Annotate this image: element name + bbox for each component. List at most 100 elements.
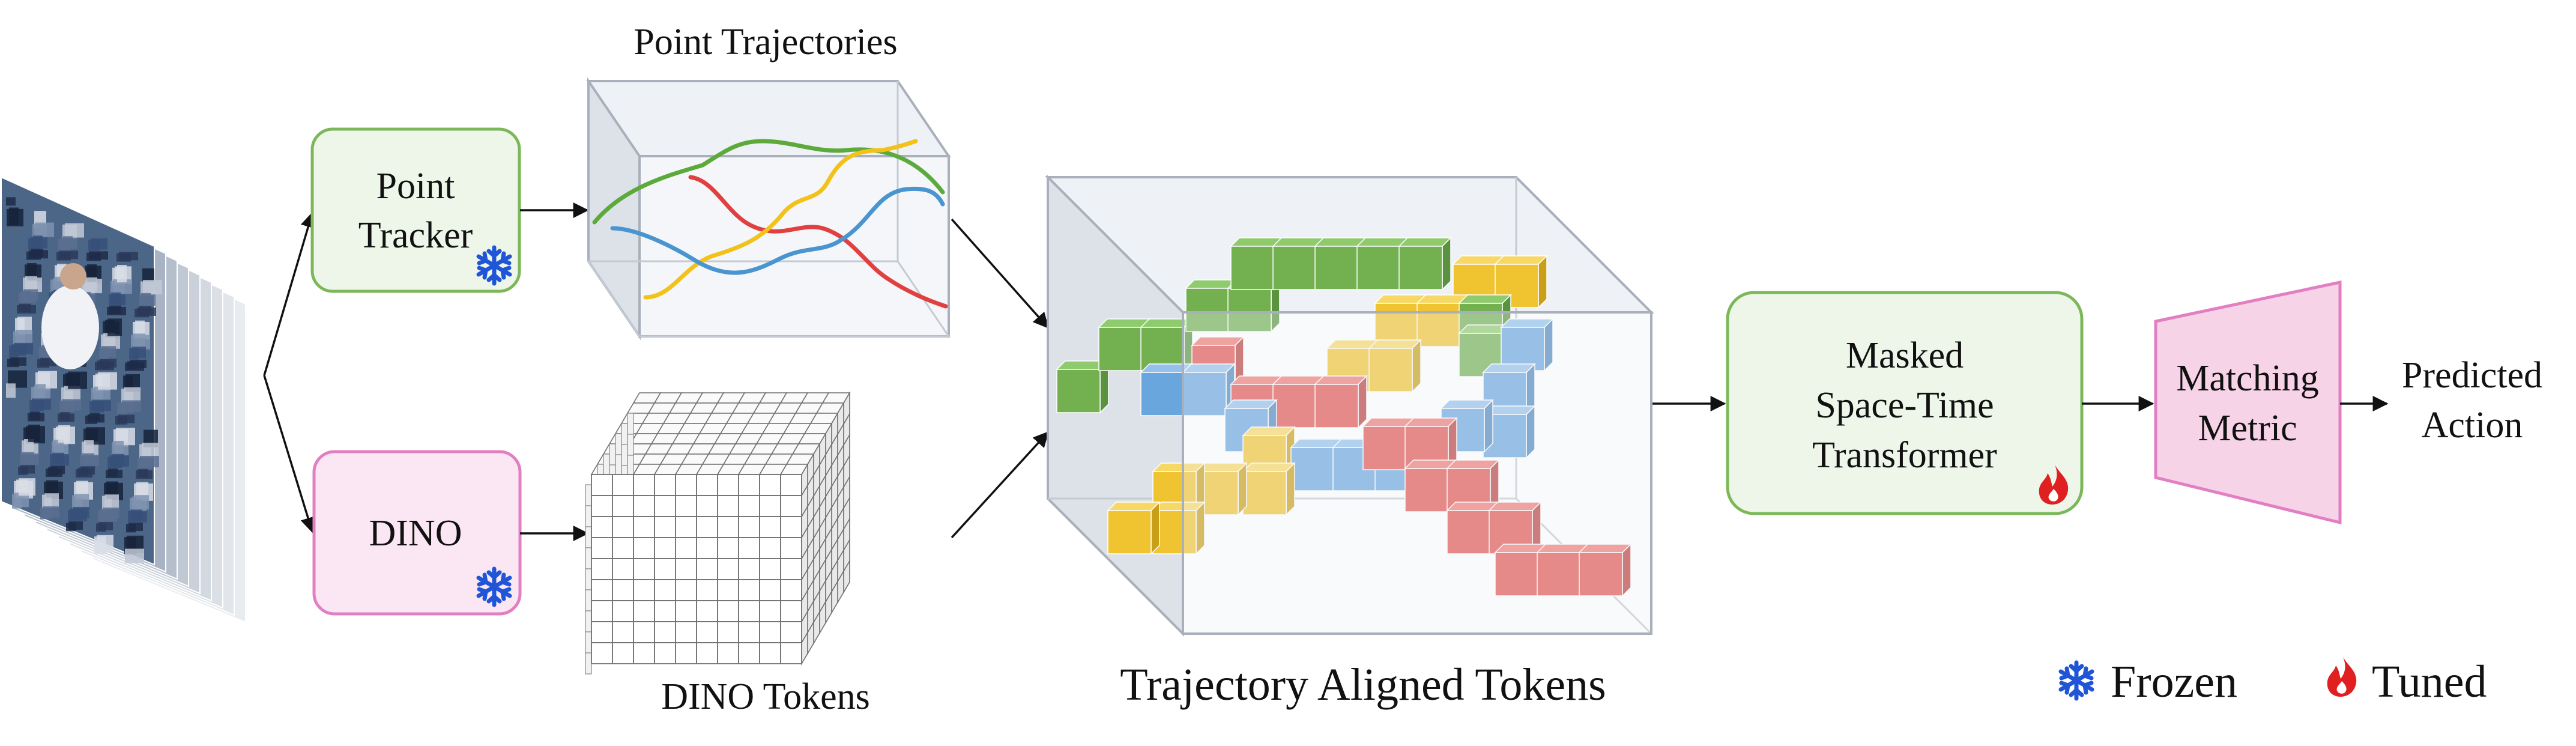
- video-pixel: [98, 522, 113, 531]
- video-pixel: [59, 250, 78, 259]
- dino-token: [759, 516, 781, 538]
- dino-token: [675, 600, 697, 622]
- video-pixel: [31, 249, 43, 257]
- dino-token: [696, 516, 718, 538]
- dino-token: [585, 547, 592, 569]
- dino-token: [612, 600, 634, 622]
- dino-token: [612, 516, 634, 538]
- dino-token: [696, 600, 718, 622]
- token-cube: [1578, 543, 1632, 597]
- dino-token: [738, 621, 760, 643]
- video-pixel: [35, 222, 54, 237]
- trajectory-curves: [592, 139, 948, 309]
- video-pixel: [89, 251, 108, 260]
- video-pixel: [73, 506, 89, 518]
- dino-token: [633, 621, 655, 643]
- dino-token: [759, 600, 781, 622]
- dino-token: [654, 558, 676, 580]
- video-pixel: [20, 465, 35, 474]
- video-pixel: [124, 387, 141, 402]
- dino-token: [759, 642, 781, 664]
- video-pixel: [101, 346, 116, 358]
- video-pixel: [25, 276, 37, 291]
- video-pixel: [112, 453, 124, 465]
- dino-token: [633, 516, 655, 538]
- dino-token: [591, 621, 613, 643]
- dino-token: [654, 600, 676, 622]
- dino-token: [585, 484, 592, 506]
- dino-token: [717, 474, 739, 496]
- video-pixel: [108, 468, 118, 477]
- dino-token: [738, 495, 760, 517]
- dino-token: [612, 642, 634, 664]
- video-pixel: [50, 465, 65, 475]
- token-cube: [1242, 462, 1296, 516]
- dino-token: [738, 537, 760, 559]
- video-pixel: [60, 412, 70, 421]
- video-pixel: [125, 548, 144, 563]
- dino-token: [633, 495, 655, 517]
- dino-token: [654, 474, 676, 496]
- dino-token: [780, 600, 802, 622]
- video-pixel: [100, 359, 116, 368]
- token-cube: [1368, 339, 1422, 393]
- dino-token: [585, 652, 592, 675]
- dino-token: [675, 621, 697, 643]
- dino-token: [759, 579, 781, 601]
- matching-metric-label-2: Metric: [2198, 408, 2297, 449]
- video-pixel: [122, 400, 141, 412]
- video-pixel: [62, 399, 81, 411]
- dino-token: [738, 600, 760, 622]
- dino-token: [612, 558, 634, 580]
- token-cube: [1500, 318, 1554, 372]
- snowflake-icon: [2061, 663, 2092, 699]
- video-pixel: [10, 357, 26, 366]
- video-pixel: [103, 507, 119, 519]
- dino-token: [717, 579, 739, 601]
- dino-token: [696, 558, 718, 580]
- video-pixel: [114, 440, 124, 455]
- video-pixel: [133, 333, 145, 348]
- dino-token: [675, 516, 697, 538]
- video-pixel: [118, 414, 135, 423]
- legend: Frozen Tuned: [2061, 657, 2487, 707]
- video-pixel: [104, 494, 119, 509]
- dino-token: [654, 495, 676, 517]
- video-pixel: [85, 277, 97, 292]
- dino-token: [780, 537, 802, 559]
- dino-tokens-label: DINO Tokens: [661, 676, 870, 717]
- dino-label: DINO: [369, 513, 462, 554]
- dino-token: [612, 579, 634, 601]
- dino-token: [627, 455, 634, 477]
- video-pixel: [30, 411, 40, 420]
- dino-token: [585, 526, 592, 548]
- video-pixel: [65, 223, 84, 238]
- dino-token: [675, 558, 697, 580]
- video-pixel: [143, 280, 162, 295]
- video-pixel: [6, 197, 16, 206]
- dino-token: [633, 642, 655, 664]
- dino-token: [696, 621, 718, 643]
- point-trajectories-title: Point Trajectories: [633, 22, 897, 62]
- video-pixel: [135, 495, 149, 510]
- dino-token: [717, 495, 739, 517]
- dino-token: [627, 413, 634, 435]
- merge-arrows: [951, 218, 1049, 539]
- video-pixel: [117, 265, 127, 283]
- dino-token: [780, 495, 802, 517]
- dino-token: [633, 558, 655, 580]
- video-pixel: [132, 347, 146, 359]
- video-pixel: [92, 399, 111, 411]
- matching-metric-label-1: Matching: [2176, 358, 2319, 399]
- video-pixel: [142, 443, 159, 458]
- dino-token: [609, 443, 616, 465]
- dino-token: [780, 516, 802, 538]
- dino-token: [615, 454, 622, 476]
- dino-token: [591, 579, 613, 601]
- video-pixel: [103, 333, 115, 348]
- dino-token: [717, 516, 739, 538]
- trajectory-aligned-tokens-label: Trajectory Aligned Tokens: [1120, 660, 1606, 710]
- video-pixel: [128, 523, 143, 532]
- legend-frozen-label: Frozen: [2111, 657, 2237, 707]
- dino-token: [585, 589, 592, 611]
